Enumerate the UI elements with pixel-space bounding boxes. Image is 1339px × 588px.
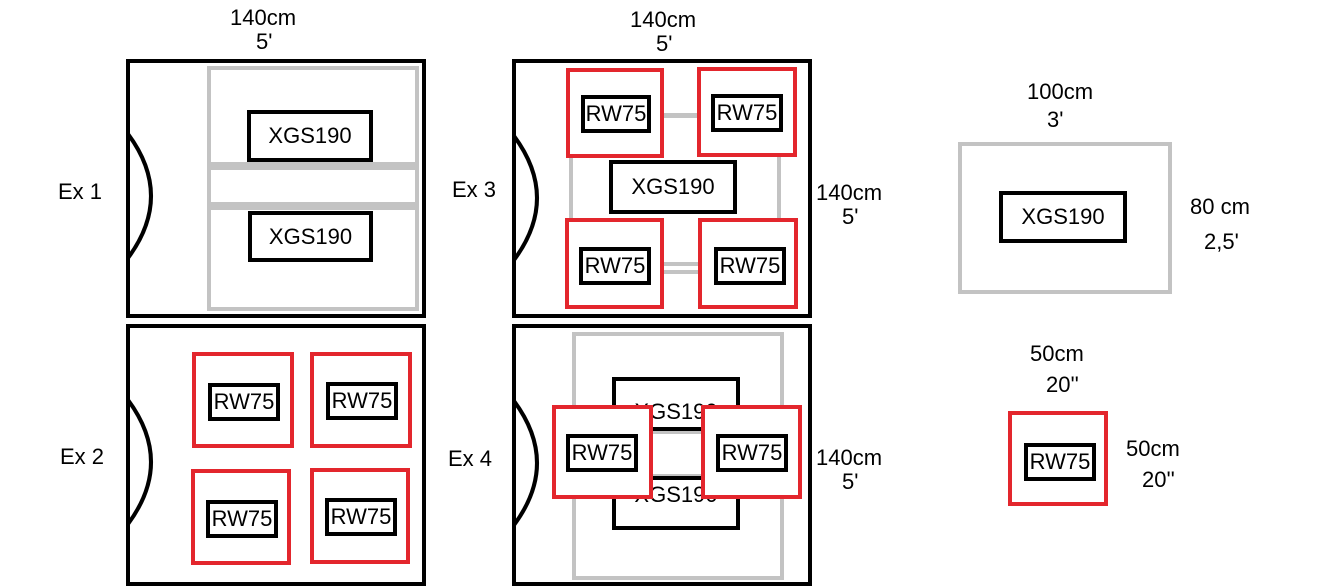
ex3-label: Ex 3 [452, 177, 497, 202]
xgs-legend-unit: XGS190 [999, 191, 1127, 243]
ex3-width-cm: 140cm [630, 7, 697, 32]
ex1-xgs-unit-bottom: XGS190 [248, 211, 373, 262]
rw-legend-unit: RW75 [1024, 443, 1096, 481]
ex1-room [126, 59, 426, 318]
ex3-rw-unit-2: RW75 [711, 94, 783, 132]
ex3-room [512, 59, 812, 318]
ex4-rw-unit-right: RW75 [716, 434, 788, 472]
ex3-rw-unit-3: RW75 [579, 247, 651, 285]
ex1-width-cm: 140cm [230, 5, 297, 30]
xgs-depth-cm: 80 cm [1190, 194, 1250, 219]
ex1-xgs-footprint-top [207, 66, 419, 166]
ex2-rw-unit-2: RW75 [326, 382, 398, 420]
ex1-xgs-footprint-middle [207, 166, 419, 206]
ex3-depth-cm: 140cm [816, 180, 883, 205]
ex2-rw-unit-1: RW75 [208, 383, 280, 421]
xgs-depth-ft: 2,5' [1204, 229, 1239, 254]
ex3-connector-top [662, 113, 700, 117]
ex2-rw-unit-4: RW75 [325, 498, 397, 536]
rw-depth-cm: 50cm [1126, 436, 1180, 461]
xgs-width-cm: 100cm [1027, 79, 1094, 104]
ex1-door-arc [126, 132, 153, 260]
ex1-label: Ex 1 [58, 179, 103, 204]
ex2-door-arc [126, 398, 153, 526]
xgs-width-ft: 3' [1047, 107, 1064, 132]
ex1-xgs-footprint-bottom [207, 206, 419, 311]
ex3-connector-bottom [662, 262, 700, 266]
ex3-depth-ft: 5' [842, 204, 859, 229]
ex4-depth-ft: 5' [842, 469, 859, 494]
ex3-rw-unit-4: RW75 [714, 247, 786, 285]
ex4-room [512, 324, 812, 586]
ex2-rw-unit-3: RW75 [206, 500, 278, 538]
ex2-room [126, 324, 426, 586]
ex3-door-arc [512, 134, 539, 262]
ex4-door-arc [512, 399, 539, 527]
rw-depth-in: 20'' [1142, 467, 1175, 492]
ex4-label: Ex 4 [448, 446, 493, 471]
ex4-rw-unit-left: RW75 [566, 434, 638, 472]
rw-width-cm: 50cm [1030, 341, 1084, 366]
xgs-legend-footprint [958, 142, 1172, 294]
ex2-label: Ex 2 [60, 444, 105, 469]
ex3-rw-unit-1: RW75 [581, 95, 651, 133]
ex3-xgs-unit: XGS190 [609, 160, 737, 214]
ex4-depth-cm: 140cm [816, 445, 883, 470]
ex1-width-ft: 5' [256, 29, 273, 54]
ex1-xgs-unit-top: XGS190 [247, 110, 373, 162]
rw-width-in: 20'' [1046, 372, 1079, 397]
ex3-width-ft: 5' [656, 31, 673, 56]
